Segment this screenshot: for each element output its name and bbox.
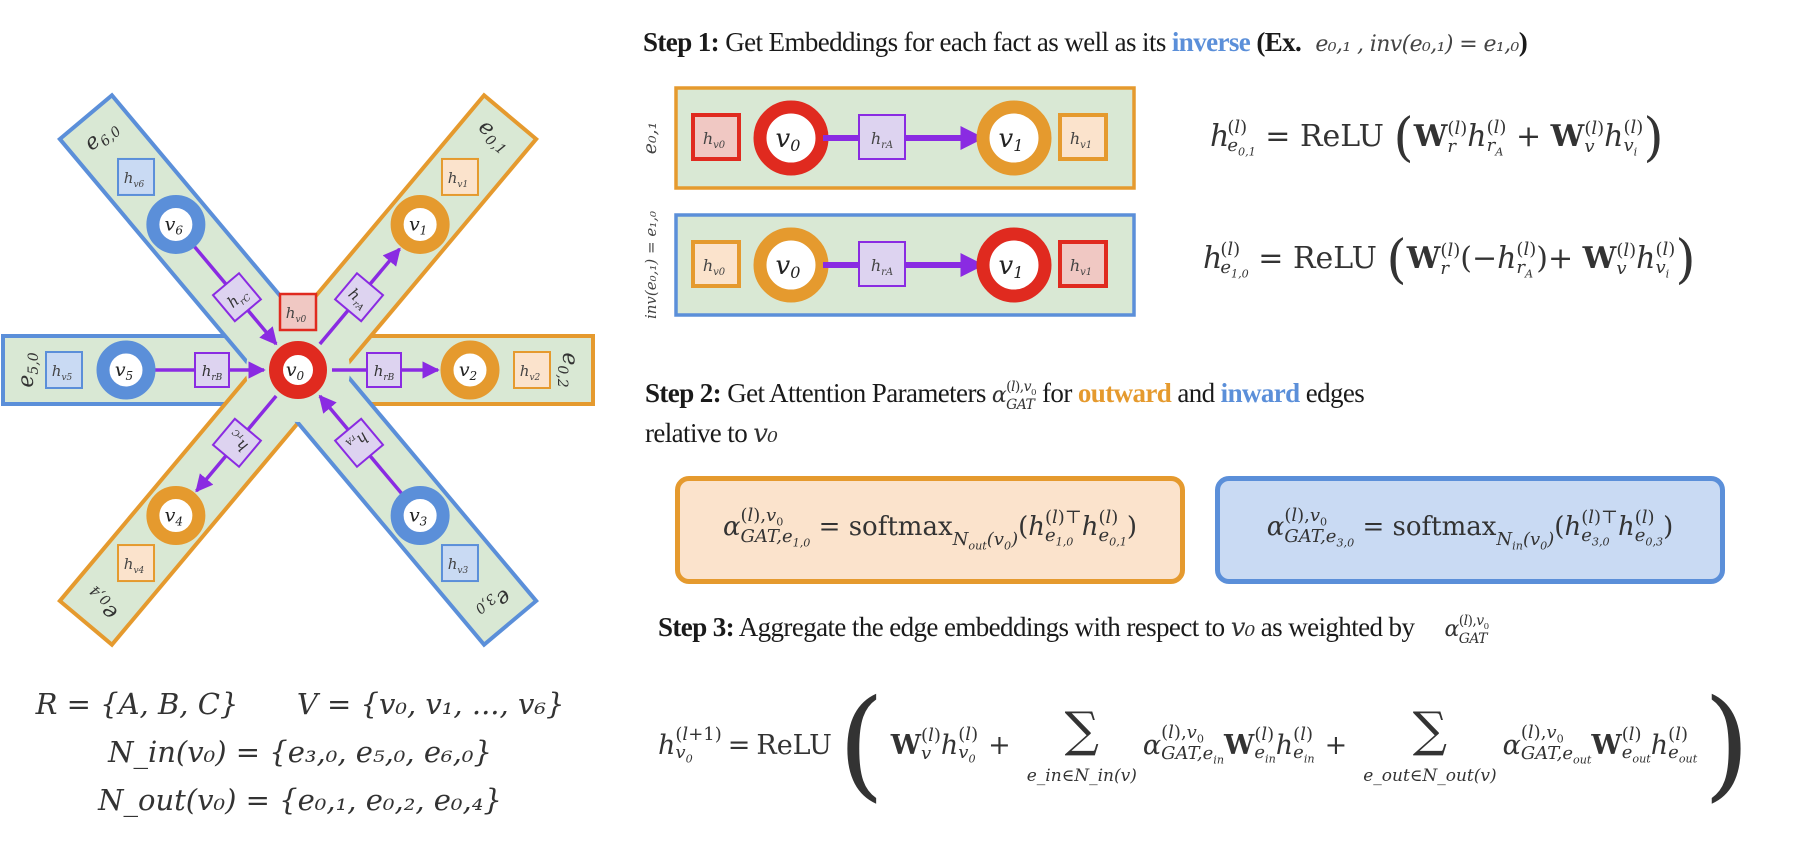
step3-text-b: as weighted by [1260,612,1421,642]
step3-label: Step 3: [658,612,735,642]
v0-symbol: v₀ [753,419,778,449]
center-embedding-box: hv0 [278,292,318,332]
example-math: e₀,₁ , inv(e₀,₁) = e₁,₀ [1315,32,1519,57]
example-close: ) [1518,27,1528,57]
relation-and-vertex-sets: R = {A, B, C} V = {v₀, v₁, ..., v₆} [0,680,600,728]
step1-heading: Step 1: Get Embeddings for each fact as … [643,27,1528,58]
sum-outward: ∑e_out∈N_out(v) [1363,701,1497,786]
node-embedding-v6: hv6 [117,157,156,196]
step2-text-b: for [1042,378,1078,408]
node-v2: v2 [440,340,500,400]
relation-embedding-box: hrB [194,352,230,388]
sum-inward: ∑e_in∈N_in(v) [1026,701,1137,786]
step3-heading: Step 3: Aggregate the edge embeddings wi… [658,612,1490,647]
step2-heading: Step 2: Get Attention Parameters α(l),v0… [645,378,1365,413]
node-embedding-v3: hv3 [440,544,479,583]
relation-set: R = {A, B, C} [35,687,239,721]
node-v6: v6 [146,194,206,254]
step1-label: Step 1: [643,27,720,57]
step3-text: Aggregate the edge embeddings with respe… [734,612,1231,642]
in-neighborhood: N_in(v₀) = {e₃,₀, e₅,₀, e₆,₀} [108,735,492,769]
vertex-set: V = {v₀, v₁, ..., v₆} [296,687,565,721]
relative-to-text: relative to [645,418,754,448]
example-prefix: (Ex. [1250,27,1302,57]
node-v5: v5 [96,340,156,400]
relation-embedding-box: hrC [211,417,263,469]
node-v1: v1 [390,194,450,254]
graph-definitions: R = {A, B, C} V = {v₀, v₁, ..., v₆} N_in… [0,680,600,824]
step1-text: Get Embeddings for each fact as well as … [719,27,1172,57]
relation-embedding-box: hrA [333,271,385,323]
relu-label: ReLU [1299,119,1384,154]
fact-side-label: inv(e₀,₁) = e₁,₀ [642,211,660,319]
inward-highlight: inward [1220,378,1301,408]
center-node-v0: v0 [269,341,327,399]
step2-label: Step 2: [645,378,722,408]
step2-text-c: and [1171,378,1221,408]
relu-label: ReLU [1292,241,1377,276]
node-embedding-v5: hv5 [45,351,83,389]
outward-highlight: outward [1077,378,1172,408]
relu-label: ReLU [756,729,832,761]
relation-embedding-box: hrA [333,417,385,469]
node-embedding-v2: hv2 [513,351,551,389]
relation-embedding-box: hrB [366,352,402,388]
step2-text-a: Get Attention Parameters [721,378,992,408]
softmax-label: softmax [1392,512,1497,543]
fact-side-label: e₀,₁ [639,122,661,155]
step2-line2: relative to v₀ [645,418,778,449]
node-embedding-v1: hv1 [440,157,479,196]
out-neighborhood: N_out(v₀) = {e₀,₁, e₀,₂, e₀,₄} [98,783,502,817]
step2-text-d: edges [1299,378,1365,408]
node-v3: v3 [390,486,450,546]
node-embedding-v4: hv4 [117,544,156,583]
v0-symbol: v₀ [1230,613,1256,643]
relation-embedding-box: hrC [211,271,263,323]
node-v4: v4 [146,486,206,546]
softmax-label: softmax [848,512,953,543]
inverse-highlight: inverse [1171,27,1251,57]
